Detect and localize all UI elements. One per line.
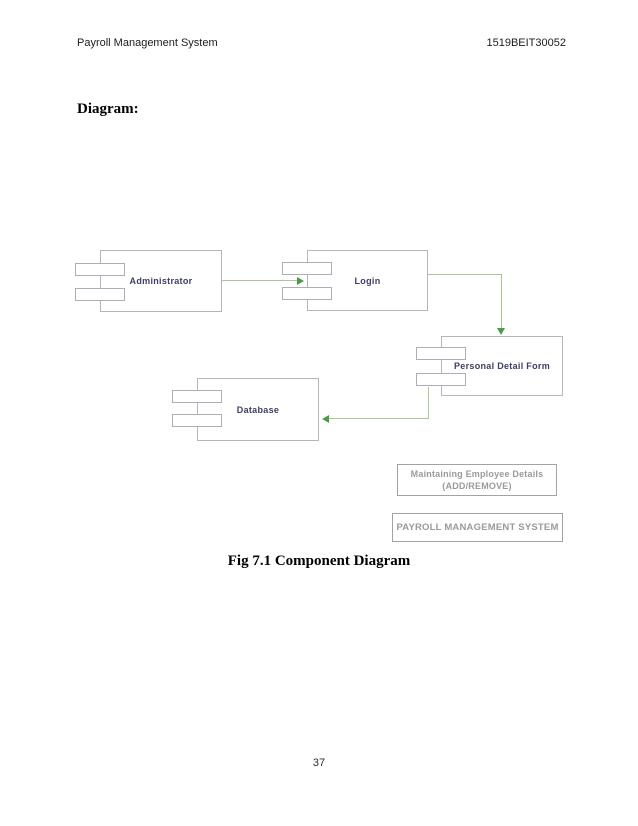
connector-pdf-database [428,387,429,418]
component-tab-icon [282,287,332,300]
component-tab-icon [416,347,466,360]
page-number: 37 [312,757,326,769]
note-line: PAYROLL MANAGEMENT SYSTEM [396,521,559,533]
component-label: Database [236,404,280,415]
page-header: Payroll Management System 1519BEIT30052 [77,37,566,49]
component-label: Personal Detail Form [453,361,551,371]
connector-login-pdf [428,274,502,275]
connector-pdf-database [329,418,429,419]
note-line: Maintaining Employee Details [410,469,544,479]
connector-login-pdf [501,274,502,328]
component-login: Login [307,250,428,311]
connector-admin-login [222,280,298,281]
component-label: Login [354,275,381,286]
note-payroll-management-system: PAYROLL MANAGEMENT SYSTEM [392,513,563,542]
component-administrator: Administrator [100,250,222,312]
component-database: Database [197,378,319,441]
figure-caption: Fig 7.1 Component Diagram [227,553,411,569]
component-tab-icon [172,390,222,403]
section-heading: Diagram: [77,101,139,117]
arrowhead-left-icon [322,415,329,423]
header-enrollment-id: 1519BEIT30052 [486,37,566,49]
arrowhead-right-icon [297,277,304,285]
component-tab-icon [75,263,125,276]
component-tab-icon [282,262,332,275]
header-title: Payroll Management System [77,37,218,49]
note-maintaining-employee-details: Maintaining Employee Details (ADD/REMOVE… [397,464,557,496]
component-personal-detail-form: Personal Detail Form [441,336,563,396]
component-tab-icon [172,414,222,427]
arrowhead-down-icon [497,328,505,335]
component-label: Administrator [129,276,193,286]
component-tab-icon [416,373,466,386]
note-line: (ADD/REMOVE) [442,481,512,491]
component-tab-icon [75,288,125,301]
